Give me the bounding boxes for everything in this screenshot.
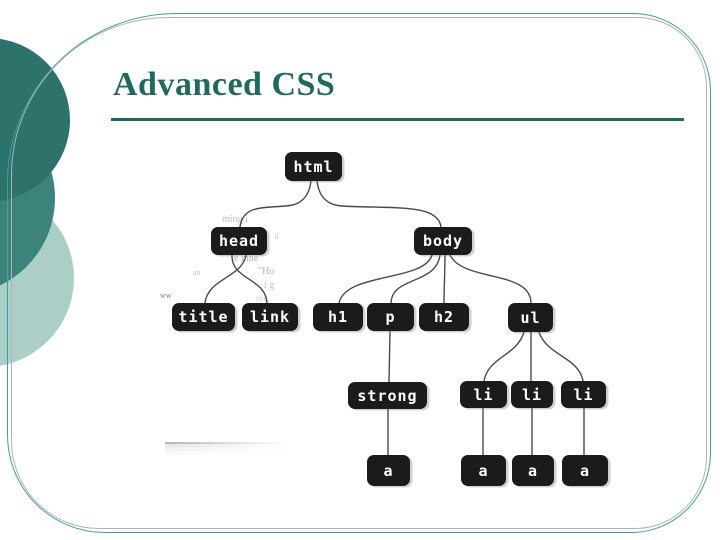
- tree-node-h2: h2: [419, 303, 469, 331]
- tree-node-body: body: [414, 227, 472, 255]
- tree-node-strong: strong: [348, 382, 427, 409]
- tree-edge-body-h1: [338, 254, 433, 304]
- tree-node-h1: h1: [313, 303, 363, 331]
- tree-edge-ul-li-1: [483, 331, 525, 382]
- tree-edge-html-head: [239, 180, 312, 228]
- tree-node-title: title: [172, 303, 235, 331]
- tree-node-p: p: [367, 303, 414, 331]
- tree-node-a-1: a: [367, 455, 410, 486]
- tree-edge-head-title: [204, 254, 247, 304]
- tree-node-a-3: a: [512, 455, 554, 486]
- tree-node-ul: ul: [508, 303, 553, 332]
- tree-node-li-3: li: [561, 381, 606, 408]
- tree-edge-body-h2: [443, 254, 446, 304]
- tree-edge-p-strong: [388, 330, 391, 383]
- tree-node-html: html: [285, 152, 342, 181]
- tree-node-link: link: [242, 303, 298, 331]
- tree-node-a-2: a: [461, 455, 506, 486]
- tree-node-li-1: li: [460, 381, 507, 408]
- tree-node-a-4: a: [562, 455, 608, 486]
- title-underline: [111, 118, 684, 121]
- tree-edge-ul-li-3: [538, 331, 584, 382]
- tree-node-li-2: li: [511, 381, 553, 408]
- tree-node-head: head: [211, 227, 267, 255]
- tree-edge-head-link: [231, 254, 268, 304]
- page-title: Advanced CSS: [113, 66, 336, 103]
- scan-artifact-streak: [165, 442, 289, 455]
- tree-edge-body-ul: [449, 254, 532, 304]
- tree-edge-html-body: [316, 180, 442, 228]
- tree-edge-body-p: [390, 254, 441, 304]
